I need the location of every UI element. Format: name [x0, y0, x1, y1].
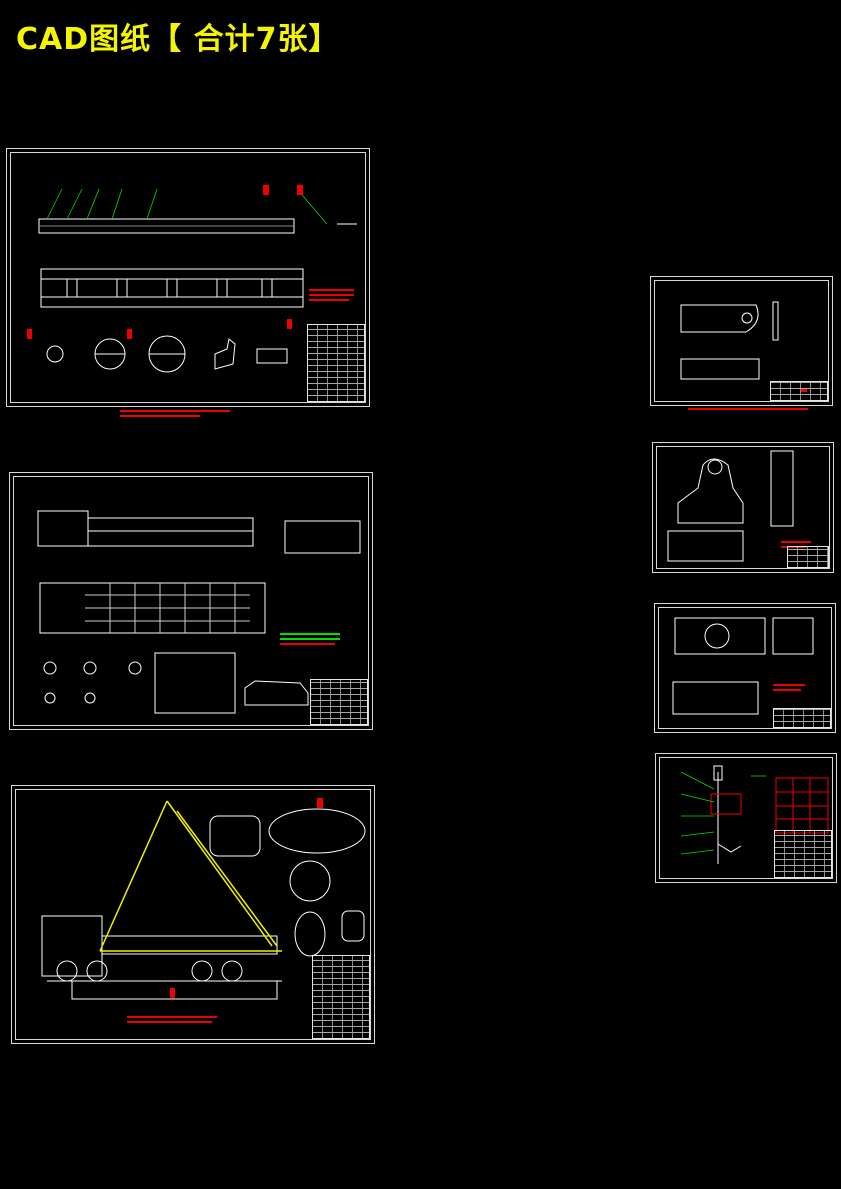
drawing-sheet-6[interactable]: [654, 603, 836, 733]
title-block: [774, 830, 832, 878]
drawing-sheet-2[interactable]: [9, 472, 373, 730]
sheet-7-drawing: [680, 765, 829, 864]
drawing-sheet-7[interactable]: [655, 753, 837, 883]
drawing-sheet-1[interactable]: [6, 148, 370, 407]
title-block: [307, 324, 365, 402]
annotation-text: [688, 408, 808, 410]
title-block: [787, 546, 829, 568]
title-block: [310, 679, 368, 725]
sheet-1-drawing: [27, 185, 357, 373]
annotation-text: [120, 410, 230, 412]
title-block: [770, 381, 828, 401]
drawing-sheet-4[interactable]: [650, 276, 833, 406]
title-block: [773, 708, 831, 728]
drawing-sheet-5[interactable]: [652, 442, 834, 573]
sheet-6-drawing: [672, 617, 814, 715]
sheet-3-drawing: [41, 798, 366, 1023]
title-block: [312, 955, 370, 1039]
drawing-sheet-3[interactable]: [11, 785, 375, 1044]
sheet-2-drawing: [37, 510, 361, 714]
page-title: CAD图纸【 合计7张】: [16, 22, 340, 57]
annotation-text: [120, 415, 200, 417]
